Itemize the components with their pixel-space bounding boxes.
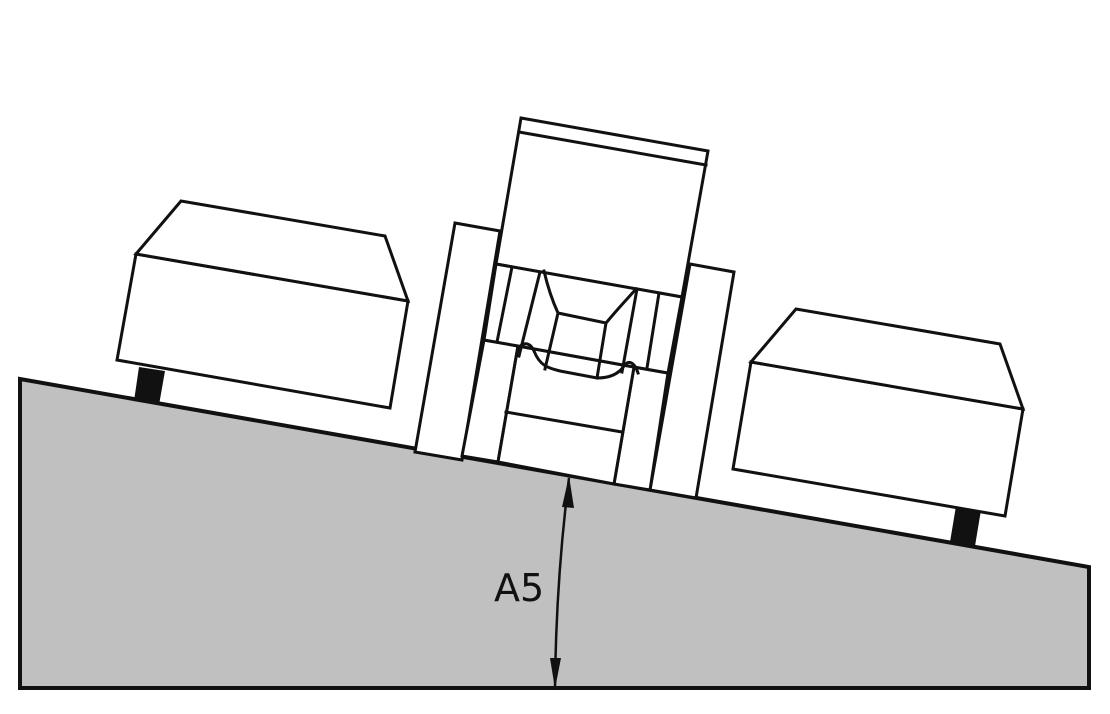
angle-dimension: A5 (490, 476, 574, 689)
right-support-pad (950, 506, 981, 546)
right-block (731, 307, 1026, 518)
right-outer-column (648, 262, 736, 500)
left-support-pad (134, 367, 165, 405)
dimension-arrow-bottom (550, 658, 561, 689)
central-clamp-assembly (413, 116, 736, 500)
dimension-arrow-top (562, 476, 574, 508)
left-block (115, 199, 411, 410)
v-groove-workpiece (516, 269, 640, 380)
dimension-label: A5 (494, 566, 544, 610)
inclined-base-plate (18, 376, 1091, 690)
left-outer-column (413, 221, 502, 462)
